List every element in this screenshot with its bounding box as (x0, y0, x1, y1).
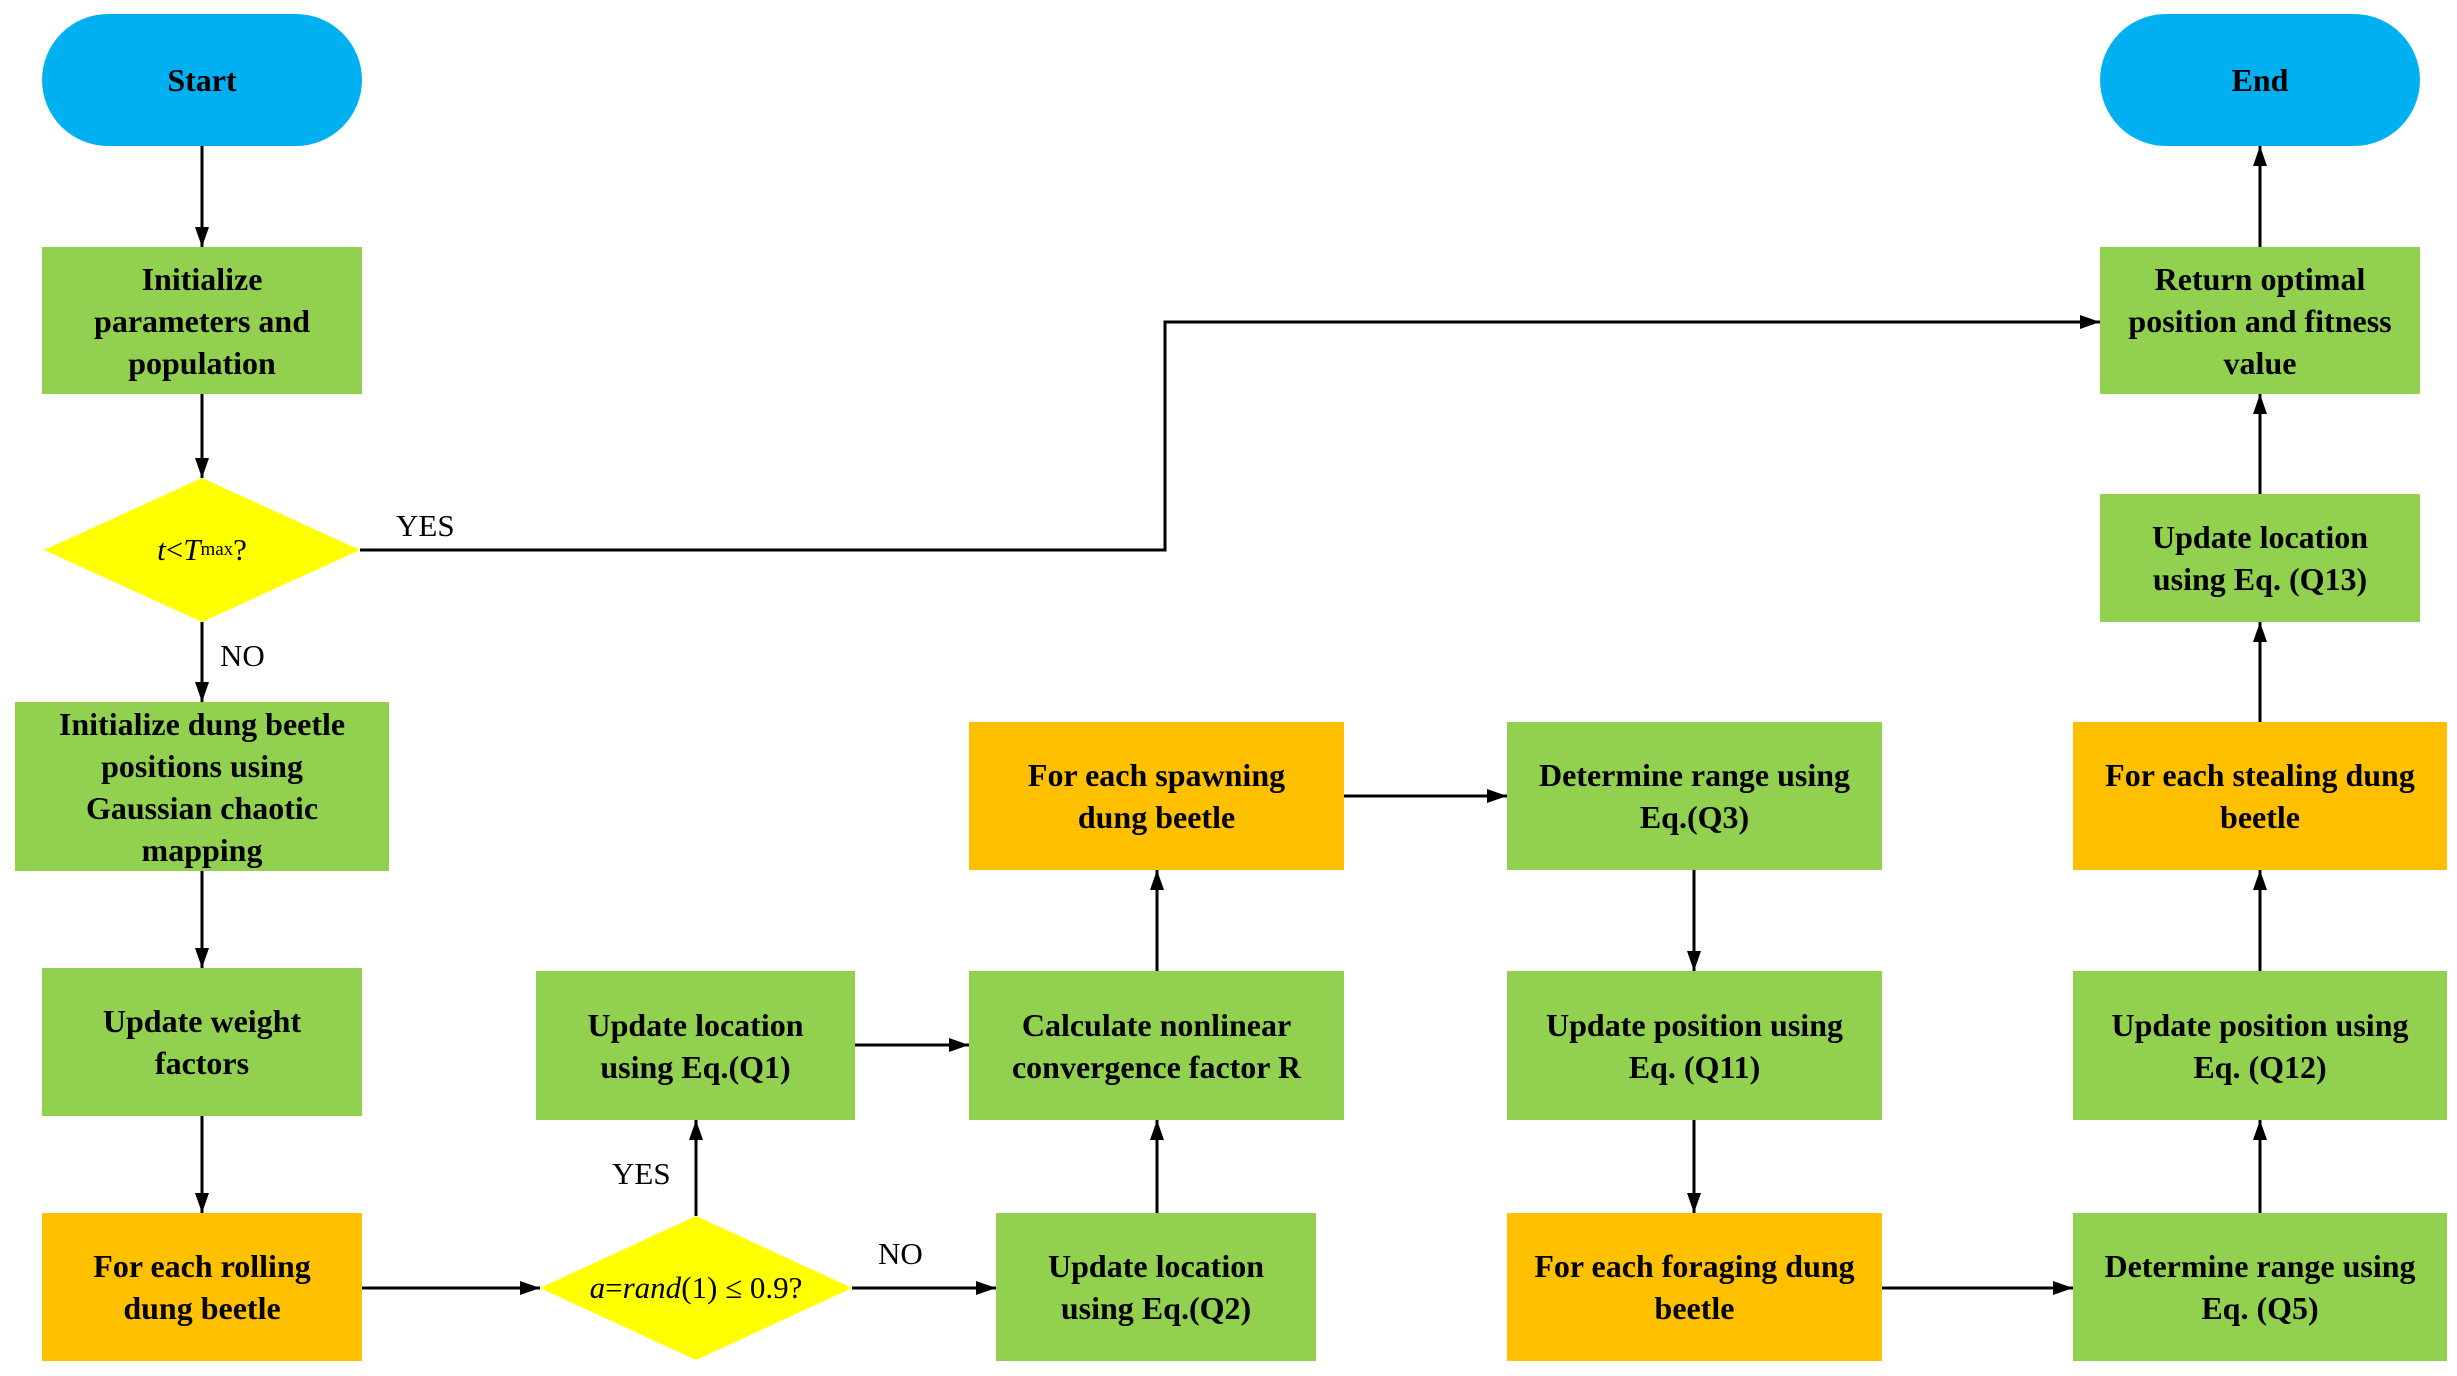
end-terminal: End (2100, 14, 2420, 146)
spawning-beetle-box: For each spawning dung beetle (969, 722, 1344, 870)
loop-yes-label: YES (396, 508, 455, 543)
decision-loop-var: t (157, 532, 166, 567)
decision-rand-label: a = rand(1) ≤ 0.9? (540, 1256, 852, 1320)
foraging-beetle-box: For each foraging dung beetle (1507, 1213, 1882, 1361)
start-terminal: Start (42, 14, 362, 146)
decision-loop-tail: ? (233, 532, 247, 567)
init-parameters-box: Initialize parameters and population (42, 247, 362, 394)
rolling-beetle-box: For each rolling dung beetle (42, 1213, 362, 1361)
decision-rand-fn: rand (622, 1270, 682, 1305)
rand-yes-label: YES (612, 1156, 671, 1191)
range-q3-box: Determine range using Eq.(Q3) (1507, 722, 1882, 870)
init-dung-beetle-box: Initialize dung beetle positions using G… (15, 702, 389, 871)
update-q1-box: Update location using Eq.(Q1) (536, 971, 855, 1120)
position-q12-box: Update position using Eq. (Q12) (2073, 971, 2447, 1120)
arrow-loop-yes-to-return (360, 315, 2100, 552)
decision-loop-symbol: T (183, 532, 201, 567)
return-optimal-box: Return optimal position and fitness valu… (2100, 247, 2420, 394)
update-weight-box: Update weight factors (42, 968, 362, 1116)
loop-no-label: NO (220, 638, 265, 673)
decision-loop-op: < (165, 532, 184, 567)
position-q11-box: Update position using Eq. (Q11) (1507, 971, 1882, 1120)
rand-no-label: NO (878, 1236, 923, 1271)
calc-convergence-box: Calculate nonlinear convergence factor R (969, 971, 1344, 1120)
decision-rand-eq: = (605, 1270, 623, 1305)
stealing-beetle-box: For each stealing dung beetle (2073, 722, 2447, 870)
decision-loop-subscript: max (200, 539, 234, 560)
decision-rand-arg: (1) ≤ 0.9? (681, 1270, 803, 1305)
decision-loop-diamond (44, 478, 360, 622)
location-q13-box: Update location using Eq. (Q13) (2100, 494, 2420, 622)
decision-rand-lhs: a (589, 1270, 606, 1305)
decision-rand-diamond (540, 1216, 852, 1360)
update-q2-box: Update location using Eq.(Q2) (996, 1213, 1316, 1361)
range-q5-box: Determine range using Eq. (Q5) (2073, 1213, 2447, 1361)
